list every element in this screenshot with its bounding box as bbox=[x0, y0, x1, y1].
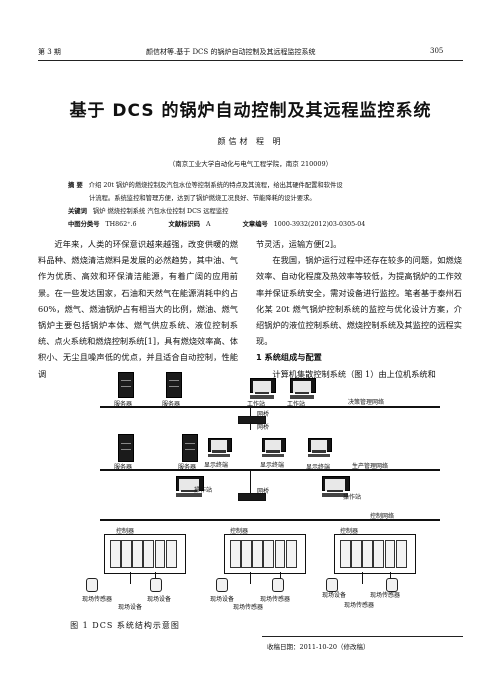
field-label: 现场传感器 bbox=[82, 596, 113, 603]
field-label: 现场传感器 bbox=[233, 604, 264, 611]
connector-line bbox=[250, 408, 251, 418]
section-heading: 1 系统组成与配置 bbox=[256, 352, 322, 363]
device-icon bbox=[150, 578, 162, 592]
abstract-label: 摘 要 bbox=[68, 182, 83, 189]
abstract-line-2: 计流程。系统监控和管理方便，达到了锅炉燃烧工况良好、节能降耗的设计要求。 bbox=[89, 195, 316, 202]
classification-value: TH862⁺.6 bbox=[105, 221, 137, 228]
dcs-architecture-diagram: 服务器 服务器 工作站 工作站 决策管理网络 网桥 网桥 服务器 服务器 显示终… bbox=[82, 372, 440, 612]
body-paragraph: 计算机集散控制系统（图 1）由上位机系统和 bbox=[272, 368, 436, 379]
body-paragraph: 近年来，人类的环保意识越来越强，改变供暖的燃料品种、燃烧清洁燃料是发展的必然趋势… bbox=[38, 239, 238, 379]
operator-station-label: 操作站 bbox=[194, 487, 213, 494]
bridge-label: 网桥 bbox=[257, 411, 270, 418]
classification-label: 中图分类号 bbox=[68, 221, 100, 228]
body-right-column: 节灵活，运输方便[2]。 在我国，锅炉运行过程中还存在较多的问题，如燃烧效率、自… bbox=[256, 236, 462, 382]
workstation-icon bbox=[250, 378, 276, 400]
device-icon bbox=[216, 578, 228, 592]
controller-label: 控制器 bbox=[340, 528, 359, 535]
affiliation: （南京工业大学自动化与电气工程学院，南京 210009） bbox=[168, 160, 333, 168]
display-terminal-icon bbox=[208, 438, 232, 458]
workstation-icon bbox=[290, 378, 316, 400]
bridge-label: 网桥 bbox=[257, 488, 270, 495]
decision-network-bus bbox=[100, 406, 440, 408]
network-label: 控制网络 bbox=[370, 513, 395, 520]
footnote-rule bbox=[262, 636, 463, 637]
issue-number: 第 3 期 bbox=[38, 48, 61, 56]
production-network-bus bbox=[100, 469, 440, 471]
control-network-bus bbox=[100, 519, 440, 521]
keywords-label: 关键词 bbox=[68, 208, 87, 215]
sensor-icon bbox=[86, 578, 98, 592]
keywords-text: 锅炉 燃烧控制系统 汽包水位控制 DCS 远程监控 bbox=[92, 208, 229, 215]
body-left-column: 近年来，人类的环保意识越来越强，改变供暖的燃料品种、燃烧清洁燃料是发展的必然趋势… bbox=[38, 236, 238, 382]
keywords: 关键词锅炉 燃烧控制系统 汽包水位控制 DCS 远程监控 bbox=[68, 206, 448, 219]
network-label: 生产管理网络 bbox=[352, 463, 389, 470]
field-label: 现场设备 bbox=[322, 592, 347, 599]
abstract-line-1: 介绍 20t 锅炉的燃烧控制及汽包水位等控制系统的特点及其流程，给出其硬件配置和… bbox=[88, 182, 343, 189]
article-id-value: 1000-3932(2012)03-0305-04 bbox=[273, 221, 366, 228]
workstation-label: 工作站 bbox=[247, 401, 266, 408]
received-date: 收稿日期：2011-10-20（修改稿） bbox=[267, 643, 370, 651]
operator-station-icon bbox=[176, 476, 204, 498]
figure-caption: 图 1 DCS 系统结构示意图 bbox=[70, 621, 180, 630]
connector-line bbox=[130, 572, 131, 584]
field-label: 现场设备 bbox=[118, 604, 143, 611]
classification: 中图分类号 TH862⁺.6 文献标识码 A 文章编号 1000-3932(2012)… bbox=[68, 219, 448, 232]
controller-label: 控制器 bbox=[116, 528, 135, 535]
bridge-label: 网桥 bbox=[257, 424, 270, 431]
display-terminal-label: 显示终端 bbox=[306, 464, 331, 471]
display-terminal-label: 显示终端 bbox=[260, 462, 285, 469]
authors: 颜信材 程 明 bbox=[217, 137, 284, 146]
field-label: 现场设备 bbox=[210, 596, 235, 603]
field-label: 现场设备 bbox=[147, 596, 172, 603]
controller bbox=[104, 534, 186, 574]
workstation-label: 工作站 bbox=[287, 401, 306, 408]
connector-line bbox=[362, 572, 363, 584]
article-id-label: 文章编号 bbox=[242, 221, 268, 228]
abstract: 摘 要介绍 20t 锅炉的燃烧控制及汽包水位等控制系统的特点及其流程，给出其硬件… bbox=[68, 180, 448, 193]
controller-label: 控制器 bbox=[230, 528, 249, 535]
sensor-icon bbox=[386, 578, 398, 592]
paper-title: 基于 DCS 的锅炉自动控制及其远程监控系统 bbox=[69, 101, 432, 121]
running-title: 颜信材等.基于 DCS 的锅炉自动控制及其远程监控系统 bbox=[146, 48, 316, 56]
doc-code-label: 文献标识码 bbox=[168, 221, 201, 228]
controller bbox=[334, 534, 416, 574]
body-paragraph-continued: 节灵活，运输方便[2]。 bbox=[256, 239, 342, 249]
server-label: 服务器 bbox=[162, 401, 181, 408]
sensor-icon bbox=[272, 578, 284, 592]
server-icon bbox=[118, 372, 134, 398]
operator-station-icon bbox=[322, 476, 350, 498]
bridge-icon bbox=[238, 416, 266, 424]
body-paragraph: 在我国，锅炉运行过程中还存在较多的问题，如燃烧效率、自动化程度及热效率等较低，为… bbox=[256, 255, 462, 347]
display-terminal-icon bbox=[308, 438, 332, 458]
field-label: 现场传感器 bbox=[260, 596, 291, 603]
field-label: 现场传感器 bbox=[344, 602, 375, 609]
server-label: 服务器 bbox=[114, 464, 133, 471]
display-terminal-label: 显示终端 bbox=[204, 462, 229, 469]
connector-line bbox=[250, 422, 251, 430]
connector-line bbox=[250, 572, 251, 584]
device-icon bbox=[326, 578, 338, 592]
server-label: 服务器 bbox=[178, 464, 197, 471]
server-icon bbox=[166, 372, 182, 398]
field-label: 现场传感器 bbox=[370, 592, 401, 599]
controller bbox=[224, 534, 306, 574]
operator-station-label: 操作站 bbox=[343, 494, 362, 501]
display-terminal-icon bbox=[262, 438, 286, 458]
header-rule bbox=[38, 60, 463, 61]
server-label: 服务器 bbox=[114, 401, 133, 408]
bridge-icon bbox=[238, 493, 266, 501]
page-number: 305 bbox=[430, 47, 444, 55]
server-icon bbox=[118, 434, 134, 462]
connector-line bbox=[250, 471, 251, 495]
network-label: 决策管理网络 bbox=[348, 399, 385, 406]
server-icon bbox=[182, 434, 198, 462]
doc-code-value: A bbox=[206, 221, 211, 228]
